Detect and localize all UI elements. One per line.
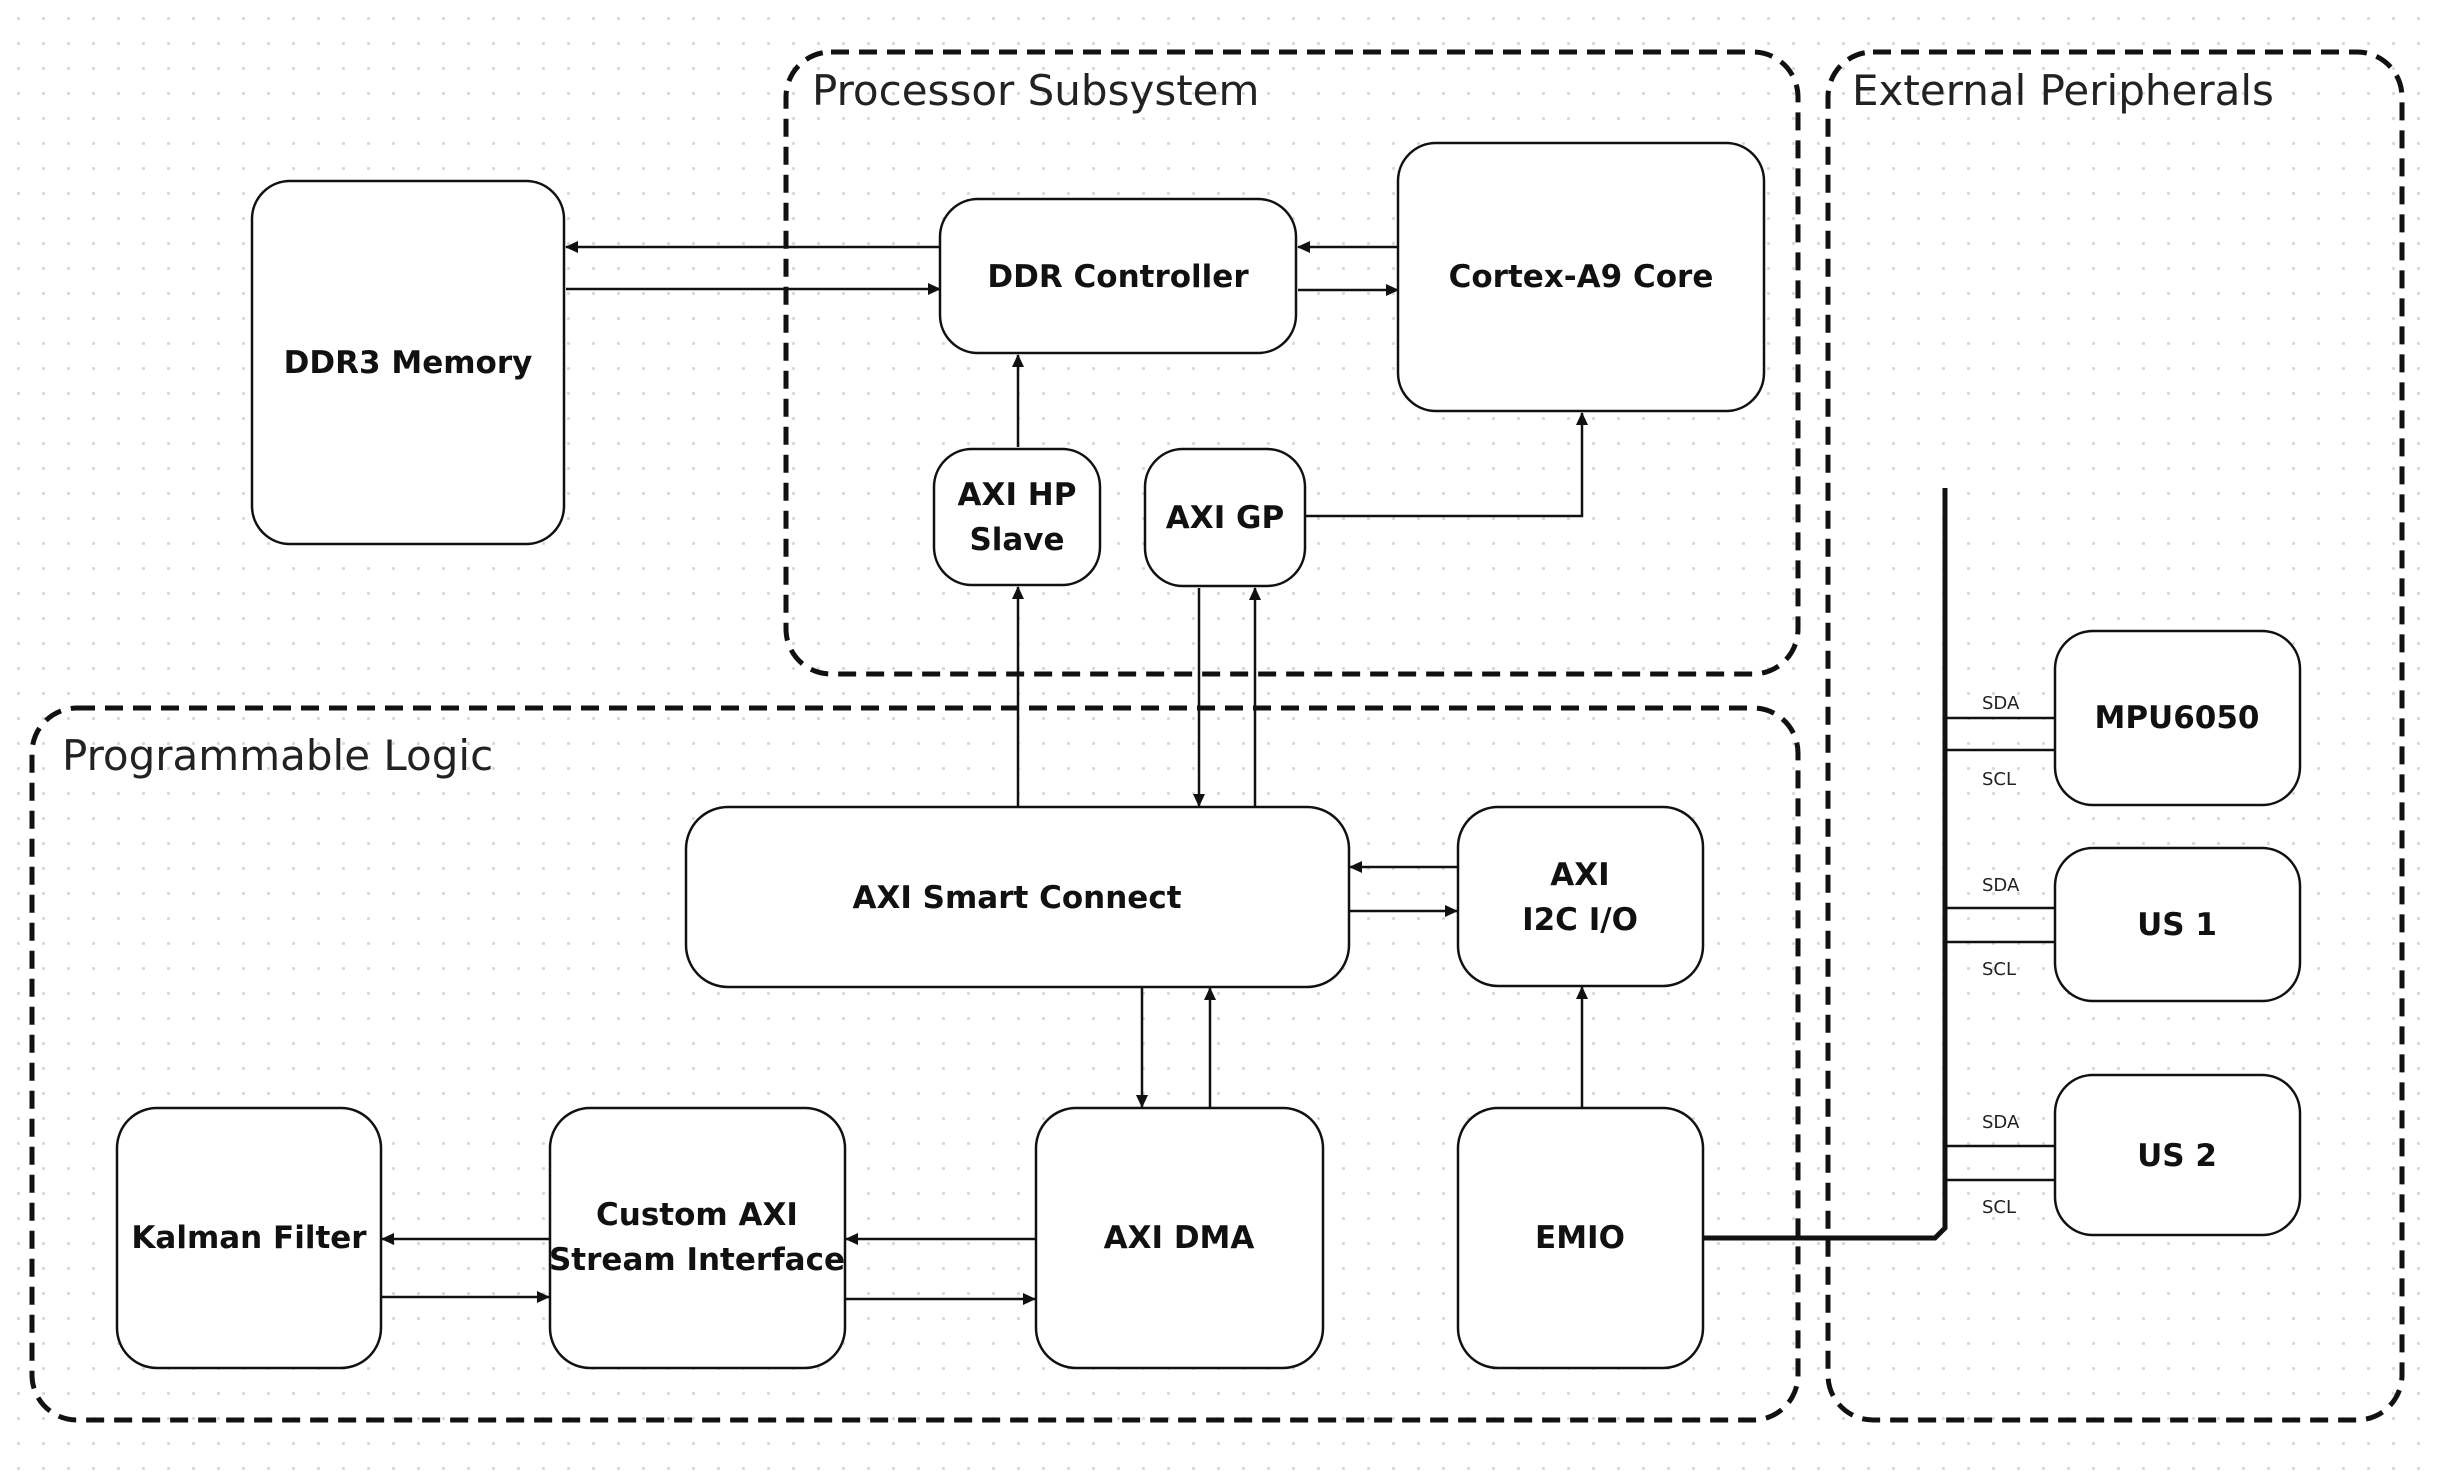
us1-scl-label: SCL (1982, 959, 2016, 980)
axi-gp-block: AXI GP (1143, 447, 1307, 588)
cortex-a9-core-block: Cortex-A9 Core (1396, 141, 1766, 413)
axi-i2c-io-label-line2: I2C I/O (1522, 902, 1638, 938)
kalman-filter-label: Kalman Filter (131, 1220, 367, 1256)
emio-to-i2c-bus-line (1703, 488, 1948, 1241)
axi-smart-connect-block: AXI Smart Connect (684, 805, 1351, 989)
mpu6050-scl-label: SCL (1982, 769, 2016, 790)
us2-label: US 2 (2137, 1138, 2217, 1174)
programmable-logic-group: Programmable Logic (29, 705, 1801, 1423)
mpu6050-label: MPU6050 (2094, 700, 2259, 736)
axi-hp-slave-label-line2: Slave (969, 522, 1064, 558)
us2-sda-label: SDA (1982, 1112, 2020, 1133)
us1-block: US 1 (2053, 846, 2302, 1003)
custom-axi-stream-label-line2: Stream Interface (549, 1242, 845, 1278)
kalman-filter-block: Kalman Filter (115, 1106, 383, 1370)
us1-sda-label: SDA (1982, 875, 2020, 896)
axi-i2c-io-block: AXI I2C I/O (1456, 805, 1705, 988)
external-peripherals-title: External Peripherals (1852, 66, 2274, 115)
ddr3-memory-label: DDR3 Memory (284, 345, 533, 381)
axi-hp-slave-block: AXI HP Slave (932, 447, 1102, 587)
axi-smart-connect-label: AXI Smart Connect (852, 880, 1181, 916)
us2-scl-label: SCL (1982, 1197, 2016, 1218)
axi-dma-block: AXI DMA (1034, 1106, 1325, 1370)
emio-label: EMIO (1535, 1220, 1625, 1256)
axi-hp-slave-label-line1: AXI HP (958, 477, 1077, 513)
processor-subsystem-group: Processor Subsystem (783, 49, 1801, 677)
emio-block: EMIO (1456, 1106, 1705, 1370)
mpu6050-sda-label: SDA (1982, 693, 2020, 714)
cortex-a9-core-label: Cortex-A9 Core (1449, 259, 1714, 295)
mpu6050-block: MPU6050 (2053, 629, 2302, 807)
custom-axi-stream-block: Custom AXI Stream Interface (548, 1106, 847, 1370)
ddr-controller-block: DDR Controller (938, 197, 1298, 355)
axi-i2c-io-label-line1: AXI (1550, 857, 1609, 893)
bus-labels: SDA SCL SDA SCL SDA SCL (1982, 693, 2020, 1218)
us1-label: US 1 (2137, 907, 2217, 943)
ddr-controller-label: DDR Controller (987, 259, 1249, 295)
us2-block: US 2 (2053, 1073, 2302, 1237)
ddr3-memory-block: DDR3 Memory (250, 179, 566, 546)
axi-gp-to-cortex-arrow (1306, 412, 1588, 518)
custom-axi-stream-label-line1: Custom AXI (596, 1197, 798, 1233)
connections (381, 241, 2054, 1305)
axi-dma-label: AXI DMA (1104, 1220, 1255, 1256)
external-peripherals-group: External Peripherals (1825, 49, 2405, 1423)
programmable-logic-title: Programmable Logic (62, 731, 493, 780)
axi-gp-label: AXI GP (1166, 500, 1284, 536)
processor-subsystem-title: Processor Subsystem (812, 66, 1259, 115)
